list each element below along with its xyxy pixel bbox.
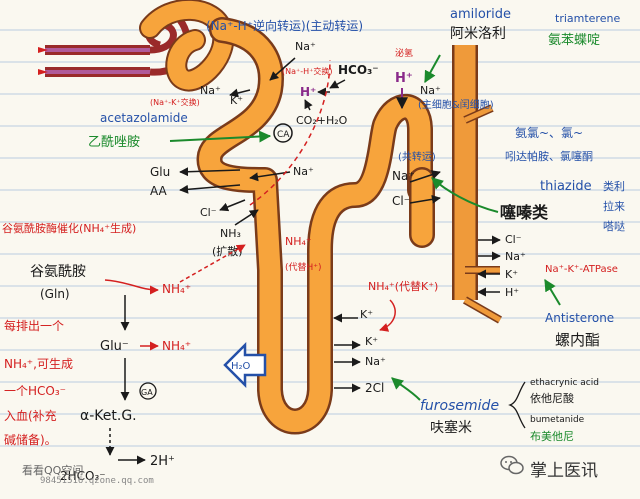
- triamterene-en: triamterene: [555, 12, 620, 25]
- antisterone-arrow: [544, 278, 561, 306]
- cotransport-label: (共转运): [398, 150, 436, 163]
- label-secreted: 泌氢: [395, 47, 413, 59]
- label-na-top: Na⁺: [295, 40, 316, 53]
- note-line-5: 碱储备)。: [4, 432, 57, 447]
- h2-plus: 2H⁺: [150, 454, 175, 469]
- antisterone-en: Antisterone: [545, 311, 614, 325]
- amiloride-en: amiloride: [450, 7, 511, 22]
- label-nh4-tubule-note: (代替H⁺): [285, 261, 322, 273]
- acetazolamide-en: acetazolamide: [100, 111, 188, 125]
- bumetanide-cn: 布美他尼: [530, 430, 574, 443]
- nh4-red-2: NH₄⁺: [162, 339, 191, 353]
- thiazide-cn: 噻嗪类: [500, 203, 549, 222]
- acetazolamide-arrow: [169, 130, 272, 143]
- label-atpase: Na⁺-K⁺-ATPase: [545, 264, 618, 275]
- h2o-arrow: H₂O: [223, 341, 267, 389]
- gln-abbr: (Gln): [40, 287, 70, 301]
- label-cl-prox: Cl⁻: [200, 206, 217, 219]
- label-k-left: K⁺: [230, 94, 243, 107]
- label-cl-right: Cl⁻: [505, 233, 522, 246]
- label-aa: AA: [150, 184, 168, 198]
- label-nh3: NH₃: [220, 227, 241, 240]
- ca-badge-circle: [273, 123, 293, 143]
- hco3-bottom: 2HCO₃⁻: [60, 469, 106, 483]
- proximal-arrows: [179, 57, 346, 226]
- label-nh4-tubule: NH₄⁺: [285, 235, 312, 248]
- note-line-3: 一个HCO₃⁻: [4, 384, 66, 398]
- k-recycle-arrow: [379, 299, 396, 332]
- na-dct-arrow: [409, 170, 441, 183]
- cl-dct-arrow: [409, 194, 441, 204]
- brand-name: 掌上医讯: [530, 461, 598, 481]
- note-line-2: NH₄⁺,可生成: [4, 357, 73, 371]
- ga-badge: GA: [141, 388, 153, 397]
- watermark-url: 98451516.qzone.qq.com: [40, 476, 154, 486]
- amiloride-cn: 阿米洛利: [450, 26, 506, 42]
- glu-minus: Glu⁻: [100, 339, 129, 354]
- thiazide-note-1: 类利: [603, 179, 625, 193]
- label-nh4-k-note: NH₄⁺(代替K⁺): [368, 279, 438, 293]
- ethacrynic-en: ethacrynic acid: [530, 378, 599, 388]
- label-co2-h2o: CO₂+H₂O: [296, 114, 348, 127]
- label-na-prox: Na⁺: [293, 165, 314, 178]
- thiazide-note-2: 拉来: [603, 199, 625, 213]
- wechat-icon: [500, 455, 524, 475]
- drug-brace: [508, 381, 526, 429]
- collecting-duct: [452, 45, 502, 324]
- triamterene-cn: 氨苯蝶啶: [548, 33, 600, 48]
- ga-badge-circle: [139, 382, 157, 400]
- label-diffusion: (扩散): [212, 244, 243, 258]
- label-na-right2: Na⁺: [505, 250, 526, 263]
- label-k-loop: K⁺: [360, 308, 373, 321]
- ca-badge: CA: [277, 130, 290, 140]
- exchanger-title: (Na⁺-H⁺逆向转运)(主动转运): [206, 18, 363, 33]
- label-cl-loop: 2Cl: [365, 381, 384, 395]
- label-h-right2: H⁺: [505, 286, 519, 299]
- ethacrynic-cn: 依他尼酸: [530, 391, 574, 405]
- label-na-dct: Na⁺: [392, 169, 415, 183]
- amiloride-arrow: [424, 54, 441, 84]
- potassium-sparing-2: 吲达帕胺、氯噻酮: [505, 149, 593, 163]
- aketg: α-Ket.G.: [80, 408, 137, 424]
- label-h-left: H⁺: [300, 85, 316, 99]
- thiazide-note-3: 嗒哒: [603, 219, 625, 233]
- exchanger-subnote: (Na⁺-H⁺交换): [282, 66, 332, 76]
- thiazide-en: thiazide: [540, 179, 592, 194]
- bumetanide-en: bumetanide: [530, 415, 585, 425]
- collecting-arrows: [477, 235, 501, 297]
- nephron-tubule: [139, 0, 435, 435]
- loop-arrows: [333, 313, 361, 393]
- note-line-1: 每排出一个: [4, 318, 64, 333]
- label-cl-dct: Cl⁻: [392, 194, 410, 208]
- gln-cn: 谷氨酰胺: [30, 264, 86, 280]
- label-k-loop2: K⁺: [365, 335, 378, 348]
- furosemide-cn: 呋塞米: [430, 419, 472, 436]
- label-hco3: HCO₃⁻: [338, 63, 379, 77]
- label-nak-exchange: (Na⁺-K⁺交换): [150, 97, 200, 107]
- label-k-right: K⁺: [505, 268, 518, 281]
- furosemide-arrow: [391, 377, 421, 401]
- potassium-sparing-1: 氨氯~、氯~: [515, 126, 583, 140]
- nh4-red-1: NH₄⁺: [162, 282, 191, 296]
- h2o-label: H₂O: [231, 361, 251, 372]
- label-h-right: H⁺: [395, 71, 413, 86]
- glutaminase-note: 谷氨酰胺酶催化(NH₄⁺生成): [2, 221, 136, 235]
- antisterone-cn: 螺内酯: [555, 331, 600, 349]
- label-glu: Glu: [150, 165, 170, 179]
- label-na-left: Na⁺: [200, 84, 221, 97]
- label-na-loop: Na⁺: [365, 355, 386, 368]
- furosemide-en: furosemide: [420, 398, 499, 414]
- note-line-4: 入血(补充: [4, 408, 57, 423]
- acetazolamide-cn: 乙酰唑胺: [88, 134, 140, 150]
- label-cells-note: (主细胞&闰细胞): [418, 98, 494, 111]
- label-na-right-top: Na⁺: [420, 84, 441, 97]
- metabolism-arrows: [104, 244, 246, 465]
- watermark-site: 看看QQ空间: [22, 464, 84, 477]
- thiazide-arrow: [431, 177, 499, 213]
- nh4-path: [249, 59, 331, 206]
